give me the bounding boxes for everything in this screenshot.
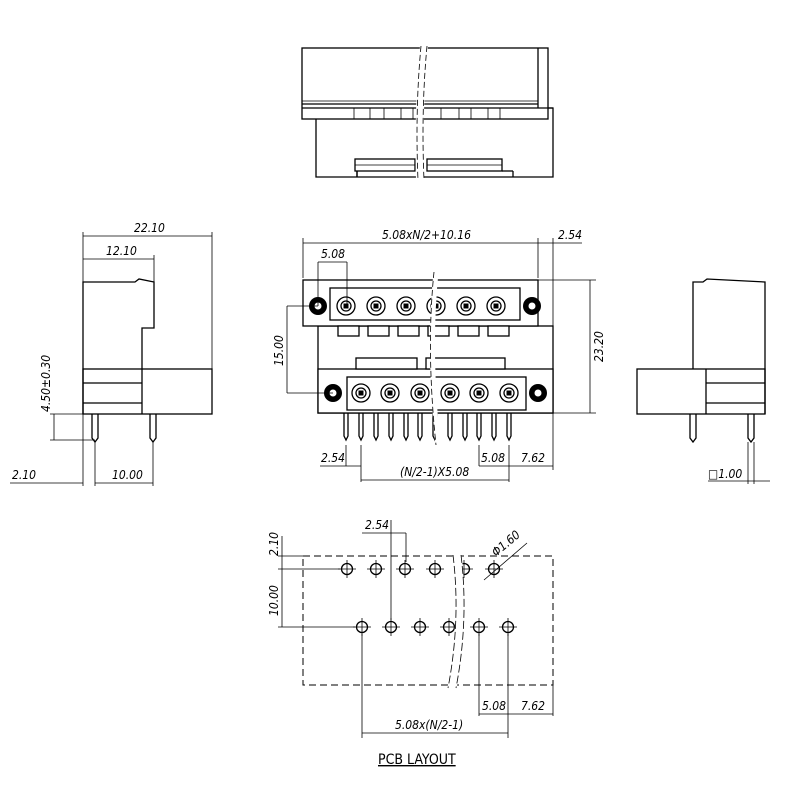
dim-pcb-right-margin: 7.62 bbox=[521, 699, 545, 713]
latch-tab bbox=[427, 325, 450, 337]
dim-upper-depth: 12.10 bbox=[106, 244, 137, 258]
terminal-square bbox=[403, 303, 409, 309]
latch-tab bbox=[397, 325, 420, 337]
pin bbox=[417, 413, 423, 442]
front-dimensions bbox=[286, 238, 596, 482]
terminal-square bbox=[358, 390, 364, 396]
left-side-view bbox=[10, 232, 213, 486]
dim-pitch-bottom: 5.08 bbox=[481, 451, 505, 465]
dim-pcb-row-spacing: 10.00 bbox=[267, 585, 281, 616]
screw-hole bbox=[527, 301, 537, 311]
dim-right-margin: 7.62 bbox=[521, 451, 545, 465]
hole-crosshair bbox=[426, 560, 444, 578]
hole-crosshair bbox=[396, 560, 414, 578]
dim-pin-size: □1.00 bbox=[708, 467, 742, 481]
dim-pin-span: (N/2-1)X5.08 bbox=[400, 465, 469, 479]
terminal-square bbox=[447, 390, 453, 396]
terminal-square bbox=[387, 390, 393, 396]
dim-pcb-span: 5.08x(N/2-1) bbox=[395, 718, 463, 732]
dim-height: 23.20 bbox=[592, 331, 606, 362]
terminal-square bbox=[433, 303, 439, 309]
pin bbox=[403, 413, 409, 442]
terminal-square bbox=[343, 303, 349, 309]
dim-depth: 22.10 bbox=[134, 221, 165, 235]
dim-pcb-pitch: 5.08 bbox=[482, 699, 506, 713]
latch-tab bbox=[367, 325, 390, 337]
dim-right-offset: 2.54 bbox=[558, 228, 582, 242]
hole-crosshair bbox=[485, 560, 503, 578]
hole-crosshair bbox=[382, 618, 400, 636]
dim-hole-diameter: Φ1.60 bbox=[489, 528, 523, 560]
hole-crosshair bbox=[367, 560, 385, 578]
terminal-square bbox=[493, 303, 499, 309]
terminal-square bbox=[476, 390, 482, 396]
pin bbox=[506, 413, 512, 442]
pcb-layout-title: PCB LAYOUT bbox=[378, 752, 456, 768]
screw-hole bbox=[533, 388, 543, 398]
hole-crosshair bbox=[499, 618, 517, 636]
terminal-square bbox=[463, 303, 469, 309]
dim-pitch-top: 5.08 bbox=[321, 247, 345, 261]
dim-pin-spacing: 10.00 bbox=[112, 468, 143, 482]
dim-row-spacing: 15.00 bbox=[272, 335, 286, 366]
pin bbox=[447, 413, 453, 442]
pin bbox=[476, 413, 482, 442]
terminal-square bbox=[417, 390, 423, 396]
pin bbox=[491, 413, 497, 442]
hole-crosshair bbox=[338, 560, 356, 578]
latch-tab bbox=[487, 325, 510, 337]
pin bbox=[373, 413, 379, 442]
latch-tab bbox=[337, 325, 360, 337]
top-view bbox=[301, 45, 554, 181]
dim-stagger: 2.54 bbox=[365, 518, 389, 532]
latch-tab bbox=[457, 325, 480, 337]
pin bbox=[462, 413, 468, 442]
hole-crosshair bbox=[353, 618, 371, 636]
dim-pin-length: 4.50±0.30 bbox=[39, 355, 53, 412]
pin bbox=[388, 413, 394, 442]
hole-crosshair bbox=[411, 618, 429, 636]
right-side-view bbox=[636, 278, 770, 484]
pin bbox=[343, 413, 349, 442]
hole-crosshair bbox=[470, 618, 488, 636]
dim-edge-offset: 2.10 bbox=[267, 532, 281, 556]
pcb-layout bbox=[278, 520, 554, 738]
dim-left-pin-offset: 2.54 bbox=[321, 451, 345, 465]
dim-edge-to-pin: 2.10 bbox=[12, 468, 36, 482]
front-view bbox=[302, 271, 554, 446]
terminal-square bbox=[506, 390, 512, 396]
terminal-square bbox=[373, 303, 379, 309]
pin bbox=[358, 413, 364, 442]
dim-overall-width: 5.08xN/2+10.16 bbox=[382, 228, 471, 242]
